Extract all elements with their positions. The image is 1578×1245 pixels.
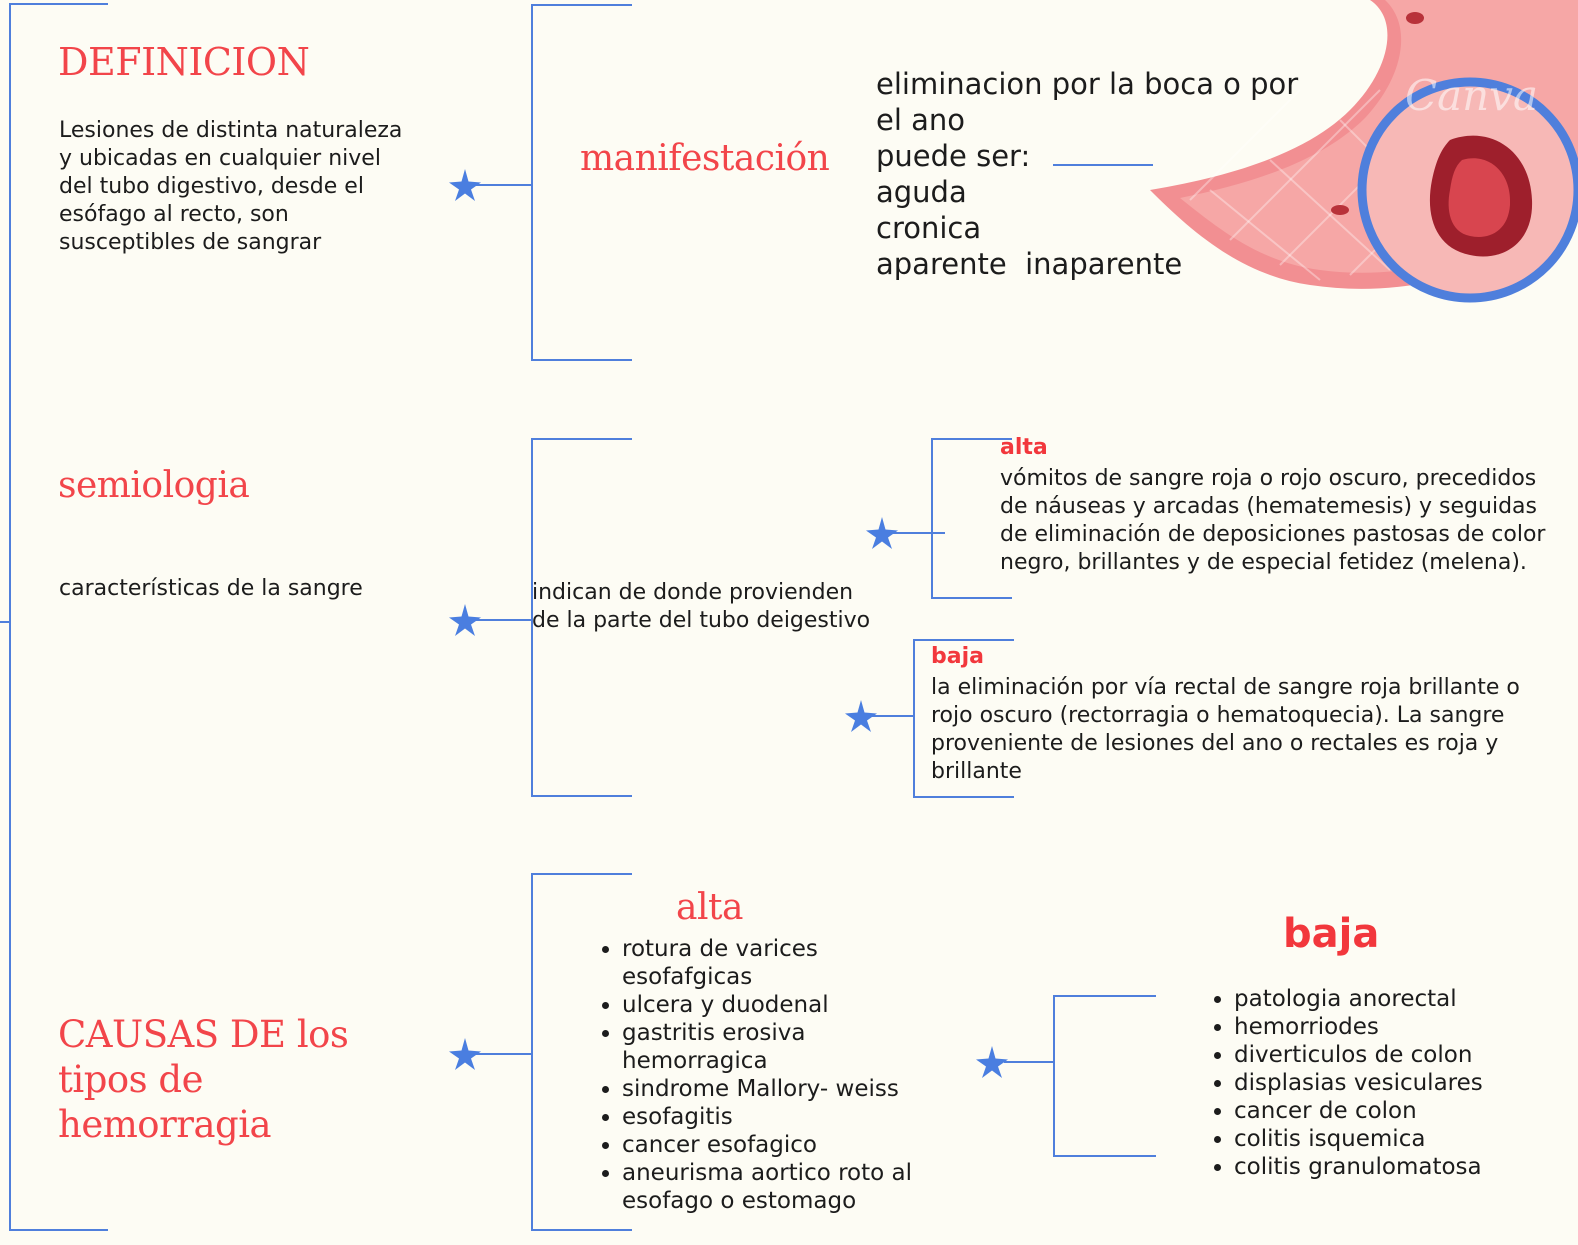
causas-alta-list: rotura de varices esofafgicas ulcera y d… [592,935,952,1215]
list-item: patologia anorectal [1234,985,1574,1013]
stomach-illustration: Canva [1150,0,1578,303]
star-icon [449,169,481,201]
semiologia-title: semiologia [58,465,250,506]
list-item: aneurisma aortico roto al esofago o esto… [622,1159,952,1215]
list-item: rotura de varices esofafgicas [622,935,952,991]
manifestacion-line: cronica [876,211,982,245]
list-item: diverticulos de colon [1234,1041,1574,1069]
manifestacion-title: manifestación [580,138,830,179]
semiologia-alta-text: vómitos de sangre roja o rojo oscuro, pr… [1000,466,1546,575]
watermark: Canva [1405,71,1538,120]
list-item: sindrome Mallory- weiss [622,1075,952,1103]
manifestacion-line: eliminacion por la boca o por [876,67,1299,101]
causas-alta-title: alta [676,887,743,928]
list-item: colitis isquemica [1234,1125,1574,1153]
manifestacion-line: aparente inaparente [876,247,1183,281]
star-icon [449,1038,481,1070]
list-item: colitis granulomatosa [1234,1153,1574,1181]
definicion-title: DEFINICION [58,40,310,84]
causas-title: CAUSAS DE los tipos de hemorragia [58,1013,349,1146]
semiologia-baja-label: baja [931,644,984,669]
list-item: gastritis erosiva hemorragica [622,1019,952,1075]
semiologia-subtitle: características de la sangre [59,576,363,601]
star-icon [845,700,877,732]
definicion-text: Lesiones de distinta naturaleza y ubicad… [59,118,403,255]
list-item: ulcera y duodenal [622,991,952,1019]
list-item: esofagitis [622,1103,952,1131]
list-item: hemorriodes [1234,1013,1574,1041]
star-icon [449,604,481,636]
semiologia-baja-text: la eliminación por vía rectal de sangre … [931,675,1520,784]
manifestacion-line: puede ser: [876,139,1031,173]
semiologia-alta-label: alta [1000,435,1048,460]
list-item: cancer de colon [1234,1097,1574,1125]
causas-baja-list: patologia anorectal hemorriodes divertic… [1204,985,1574,1181]
manifestacion-text: eliminacion por la boca o por el ano pue… [876,66,1298,282]
list-item: cancer esofagico [622,1131,952,1159]
manifestacion-line: aguda [876,175,967,209]
star-icon [866,517,898,549]
semiologia-middle-text: indican de donde provienden de la parte … [532,580,871,633]
list-item: displasias vesiculares [1234,1069,1574,1097]
causas-baja-title: baja [1283,911,1380,957]
manifestacion-line: el ano [876,103,966,137]
star-icon [976,1046,1008,1078]
